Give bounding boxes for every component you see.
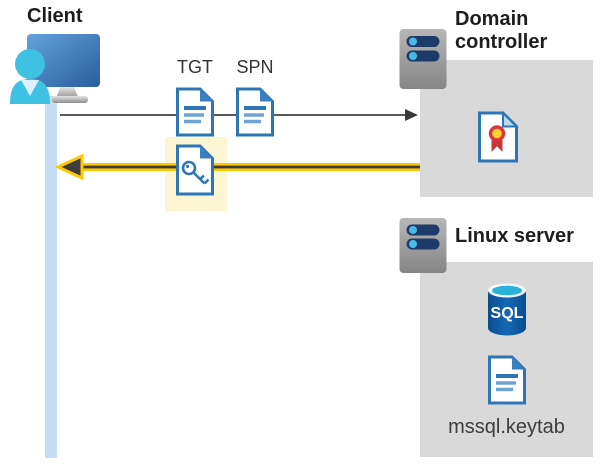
client-title: Client <box>27 5 83 27</box>
request-arrowhead-icon <box>405 109 418 121</box>
keytab-filename-label: mssql.keytab <box>448 416 565 438</box>
sql-icon-label: SQL <box>491 305 524 322</box>
tgt-document-icon <box>176 87 214 137</box>
response-arrow-icon <box>56 153 420 181</box>
keytab-document-icon <box>488 355 526 405</box>
linux-server-icon <box>399 218 447 273</box>
spn-document-icon <box>236 87 274 137</box>
certificate-icon <box>478 111 519 163</box>
tgt-label: TGT <box>177 57 213 77</box>
client-lifeline-bar <box>45 96 57 458</box>
domain-controller-title: Domain controller <box>455 8 548 53</box>
request-arrow-line <box>60 114 406 116</box>
key-ticket-document-icon <box>176 144 214 196</box>
client-user-computer-icon <box>10 34 100 104</box>
domain-controller-server-icon <box>399 29 447 89</box>
spn-label: SPN <box>236 57 274 77</box>
linux-server-title: Linux server <box>455 225 574 247</box>
sql-database-icon: SQL <box>488 283 526 336</box>
